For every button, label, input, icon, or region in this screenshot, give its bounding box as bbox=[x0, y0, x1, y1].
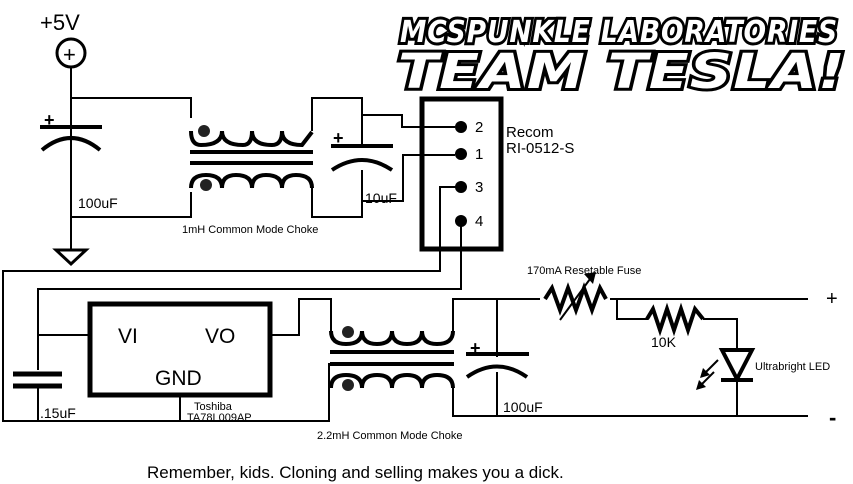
capacitor-c-small: .15uF bbox=[13, 371, 76, 421]
voltage-regulator: VI VO GND Toshiba TA78L009AP bbox=[87, 301, 273, 424]
converter-brand: Recom bbox=[506, 124, 554, 141]
wire-pin4-vin bbox=[37, 221, 462, 370]
common-mode-choke-2: 2.2mH Common Mode Choke bbox=[317, 326, 463, 442]
capacitor-c-in: + 100uF bbox=[40, 110, 118, 211]
regulator-vo: VO bbox=[205, 325, 235, 348]
regulator-part: TA78L009AP bbox=[187, 412, 252, 424]
polarity-mark: + bbox=[470, 338, 481, 358]
fuse-label: 170mA Resetable Fuse bbox=[527, 265, 641, 277]
resistor-10k: 10K bbox=[645, 302, 705, 350]
dc-dc-converter: 2 1 3 4 Recom RI-0512-S bbox=[402, 96, 574, 252]
supply-label: +5V bbox=[40, 10, 80, 35]
pin-label: 4 bbox=[475, 213, 483, 230]
capacitor-c-filter: + 10uF bbox=[330, 128, 397, 206]
capacitor-c-out: + 100uF bbox=[465, 338, 543, 415]
common-mode-choke-1: 1mH Common Mode Choke bbox=[182, 125, 318, 236]
logo-line1: MCSPUNKLE LABORATORIES bbox=[400, 15, 838, 50]
wire-pin3-ground bbox=[2, 186, 461, 422]
pin-label: 2 bbox=[475, 119, 483, 136]
c-out-label: 100uF bbox=[503, 399, 543, 415]
output-positive: + bbox=[826, 288, 838, 310]
converter-part: RI-0512-S bbox=[506, 140, 574, 157]
dot-icon bbox=[342, 326, 354, 338]
source-symbol: + bbox=[63, 42, 76, 67]
dot-icon bbox=[342, 379, 354, 391]
polarity-mark: + bbox=[333, 128, 344, 148]
regulator-brand: Toshiba bbox=[194, 401, 233, 413]
regulator-gnd: GND bbox=[155, 367, 202, 390]
polarity-mark: + bbox=[44, 110, 55, 130]
pin-label: 3 bbox=[475, 179, 483, 196]
wire-resistor-in bbox=[616, 299, 648, 320]
resistor-label: 10K bbox=[651, 334, 677, 350]
resettable-fuse: 170mA Resetable Fuse bbox=[527, 265, 641, 321]
choke2-label: 2.2mH Common Mode Choke bbox=[317, 430, 463, 442]
dot-icon bbox=[200, 179, 212, 191]
led-icon: Ultrabright LED bbox=[696, 348, 830, 390]
choke1-label: 1mH Common Mode Choke bbox=[182, 224, 318, 236]
led-label: Ultrabright LED bbox=[755, 361, 830, 373]
logo: MCSPUNKLE LABORATORIES TEAM TESLA! bbox=[395, 12, 848, 103]
logo-line2: TEAM TESLA! bbox=[398, 44, 846, 100]
footer-caption: Remember, kids. Cloning and selling make… bbox=[147, 463, 564, 482]
c-small-label: .15uF bbox=[40, 405, 76, 421]
output-negative: - bbox=[829, 405, 836, 430]
wire-bottom-choke1 bbox=[71, 192, 192, 218]
wire-reg-vo bbox=[270, 298, 332, 336]
ground-icon bbox=[52, 248, 90, 267]
regulator-vi: VI bbox=[118, 325, 138, 348]
wire-led-anode bbox=[703, 318, 738, 350]
wire-positive-rail bbox=[452, 298, 808, 331]
wire-top-choke1 bbox=[71, 97, 192, 118]
wire-negative-rail bbox=[452, 388, 808, 417]
c-in-label: 100uF bbox=[78, 195, 118, 211]
pin-label: 1 bbox=[475, 146, 483, 163]
c-filter-label: 10uF bbox=[365, 190, 397, 206]
dot-icon bbox=[198, 125, 210, 137]
